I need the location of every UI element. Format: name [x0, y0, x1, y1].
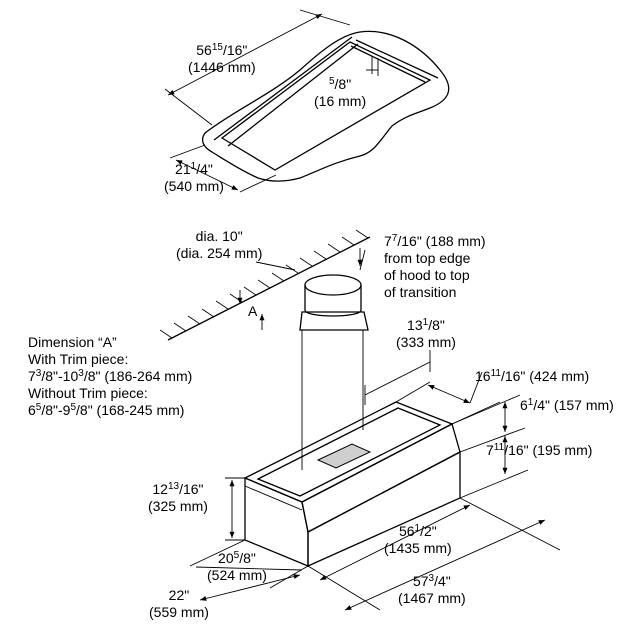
height-dimensions	[451, 394, 529, 499]
dimension-a-marker: A	[248, 303, 258, 319]
body-width-label: 561/2" (1435 mm)	[384, 523, 452, 556]
dimension-a-arrow	[237, 290, 265, 330]
duct-offset-dimension	[364, 350, 431, 405]
ceiling-line	[159, 229, 371, 341]
top-depth-dimension	[395, 371, 501, 425]
trim-width-label: 5615/16" (1446 mm)	[188, 42, 256, 75]
dimension-a-note: Dimension “A” With Trim piece: 73/8"-103…	[28, 334, 193, 418]
body-depth-label: 205/8" (524 mm)	[207, 550, 267, 583]
top-depth-label: 1611/16" (424 mm)	[475, 368, 590, 384]
trim-depth-dimension	[169, 144, 277, 193]
depth-dimensions	[189, 539, 309, 601]
overall-depth-label: 22" (559 mm)	[149, 587, 209, 620]
trim-width-dimension	[164, 9, 351, 126]
total-height-dimension	[225, 477, 245, 541]
duct-transition	[299, 274, 369, 470]
transition-height-label: 77/16" (188 mm) from top edge of hood to…	[384, 233, 486, 300]
duct-offset-label: 131/8" (333 mm)	[396, 317, 456, 350]
trim-depth-label: 211/4" (540 mm)	[164, 161, 224, 194]
upper-height-label: 61/4" (157 mm)	[520, 397, 614, 413]
total-height-label: 1213/16" (325 mm)	[148, 481, 208, 514]
lower-height-label: 711/16" (195 mm)	[486, 442, 593, 458]
overall-width-label: 573/4" (1467 mm)	[398, 573, 466, 606]
duct-diameter-label: dia. 10" (dia. 254 mm)	[176, 228, 263, 261]
trim-gap-label: 5/8" (16 mm)	[314, 76, 367, 109]
width-dimensions	[307, 497, 561, 611]
